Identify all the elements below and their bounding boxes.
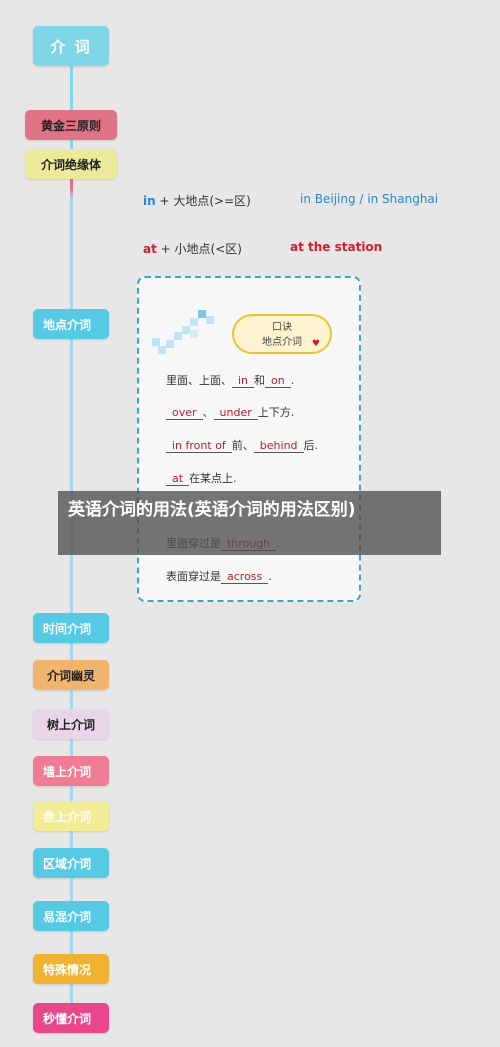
mindmap-branch: 叁上介词 — [33, 801, 109, 831]
mindmap-branch: 地点介词 — [33, 309, 109, 339]
rule-at-keyword: at — [143, 242, 157, 256]
answer-blank: behind — [253, 439, 304, 453]
mindmap-branch: 易混介词 — [33, 901, 109, 931]
overlay-banner: 英语介词的用法(英语介词的用法区别) — [58, 491, 441, 555]
cloud-title: 口诀 地点介词 ♥ — [232, 314, 332, 354]
answer-blank: at — [166, 472, 190, 486]
mindmap-branch: 时间介词 — [33, 613, 109, 643]
line-text: 前、 — [231, 439, 254, 452]
rule-in-keyword: in — [143, 194, 156, 208]
answer-blank: over — [166, 406, 203, 420]
overlay-title: 英语介词的用法(英语介词的用法区别) — [68, 500, 356, 520]
rule-at-example: at the station — [290, 240, 383, 254]
mindmap-branch: 介词幽灵 — [33, 660, 109, 690]
cloud-title-line1: 口诀 — [272, 322, 292, 333]
rule-in: in + 大地点(>=区) — [143, 192, 251, 209]
line-text: 和 — [254, 374, 266, 387]
rule-in-text: + 大地点(>=区) — [159, 194, 251, 208]
mindmap-root: 介 词 — [33, 26, 109, 66]
mindmap-branch: 黄金三原则 — [25, 110, 117, 140]
answer-blank: across — [221, 570, 269, 584]
line-suffix: 上下方. — [257, 406, 295, 419]
line-prefix: 表面穿过是 — [166, 570, 221, 583]
mindmap-branch: 树上介词 — [33, 709, 109, 739]
rule-at: at + 小地点(<区) — [143, 240, 242, 257]
line-text: 在某点上. — [189, 472, 237, 485]
answer-blank: under — [213, 406, 258, 420]
mindmap-branch: 介词绝缘体 — [25, 149, 117, 179]
mindmap-branch: 区域介词 — [33, 848, 109, 878]
line-suffix: 后. — [303, 439, 319, 452]
line-text: 、 — [202, 406, 214, 419]
line-suffix: . — [268, 570, 272, 583]
line-suffix: . — [290, 374, 295, 387]
line-prefix: 里面、上面、 — [166, 374, 232, 387]
heart-icon: ♥ — [311, 339, 320, 349]
rule-at-text: + 小地点(<区) — [160, 242, 242, 256]
mindmap-branch: 特殊情况 — [33, 954, 109, 984]
answer-blank: on — [265, 374, 291, 388]
mindmap-branch: 秒懂介词 — [33, 1003, 109, 1033]
rule-in-example: in Beijing / in Shanghai — [300, 192, 439, 206]
cloud-title-line2: 地点介词 — [262, 337, 302, 348]
answer-blank: in front of — [166, 439, 232, 453]
mindmap-branch: 墙上介词 — [33, 756, 109, 786]
answer-blank: in — [232, 374, 255, 388]
